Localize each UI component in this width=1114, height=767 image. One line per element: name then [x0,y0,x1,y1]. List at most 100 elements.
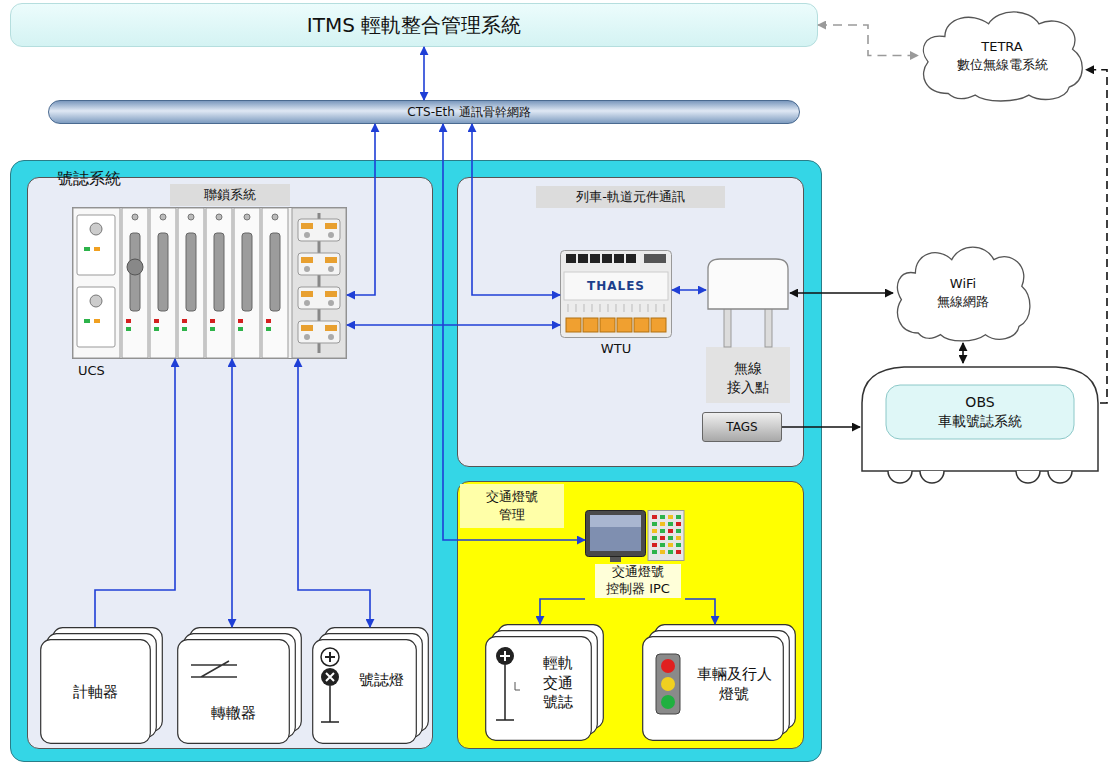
art-circle [328,300,334,306]
art-rect [150,208,176,358]
network-cloud-art [918,8,1086,103]
art-rect [652,536,657,540]
connector-line [423,47,425,100]
art-rect [270,233,280,311]
node-label: 列車-軌道元件通訊 [536,186,725,208]
tag-reader: TAGS [702,412,782,442]
art-rect [301,223,313,229]
connector-line [540,599,585,624]
art-rect [266,319,271,323]
art-rect [298,287,340,309]
art-rect [126,319,131,323]
art-rect [724,307,731,347]
art-rect [262,208,288,358]
art-rect [676,529,681,533]
art-rect [182,327,187,331]
art-rect [652,543,657,547]
connector-line [231,359,233,627]
art-rect [210,319,215,323]
node-label: 車輛及行人 燈號 [694,664,774,705]
node-label: 無線 接入點 [723,359,773,397]
network-cloud: WiFi 無線網路 [893,243,1033,343]
network-cloud-art [893,243,1033,343]
art-line [624,304,625,312]
art-path [920,471,944,483]
art-rect [186,233,196,311]
art-line [576,304,577,312]
art-rect [668,543,673,547]
art-rect [206,208,232,358]
art-line [600,304,601,312]
art-rect [73,208,120,358]
connector-line [472,124,560,295]
art-rect [158,233,168,311]
art-circle [188,214,194,220]
art-rect [626,254,636,263]
art-line [616,304,617,312]
art-rect [238,327,243,331]
art-path [500,651,510,661]
art-circle [328,266,334,272]
art-rect [298,321,340,343]
subsystem-panel: 聯鎖系統UCS計軸器轉轍器號誌燈 [27,177,433,749]
art-rect [676,543,681,547]
connector-line [1086,70,1107,403]
node-label: 號誌系統 [57,169,121,190]
connector-line [782,426,860,428]
connector-line [685,599,715,624]
backbone-pipe: CTS-Eth 通訊骨幹網路 [48,100,800,124]
art-rect [648,511,684,561]
art-path [326,673,334,681]
art-rect [660,536,665,540]
art-rect [886,385,1074,439]
node-label: 聯鎖系統 [170,184,290,206]
connector-line [790,292,893,294]
art-rect [676,522,681,526]
art-path [515,682,520,690]
art-line [656,304,657,312]
node-label: TAGS [726,420,757,434]
art-rect [676,550,681,554]
system-band: ITMS 輕軌整合管理系統 [10,3,818,47]
art-rect [292,208,346,358]
art-rect [660,529,665,533]
connector-line [347,324,560,326]
traffic-controller: 交通燈號 控制器 IPC [585,510,685,605]
art-circle [216,214,222,220]
art-rect [154,319,159,323]
art-rect [242,233,252,311]
node-label: WTU [560,341,672,356]
art-rect [614,254,624,263]
interlocking-rack: UCS [72,207,347,359]
node-label: 轉轍器 [211,704,256,723]
connector-line [962,343,964,363]
art-rect [325,291,337,297]
art-path [191,661,237,677]
art-rect [73,208,347,359]
art-circle [272,214,278,220]
node-label: WiFi 無線網路 [928,275,998,310]
art-rect [652,550,657,554]
connector-line [298,359,370,627]
art-rect [602,254,612,263]
art-line [608,304,609,312]
art-rect [301,291,313,297]
art-rect [178,208,204,358]
art-rect [660,543,665,547]
art-rect [94,319,100,323]
art-rect [668,536,673,540]
art-rect [586,511,646,557]
art-rect [590,515,641,551]
art-circle [661,695,675,709]
art-line [568,304,569,312]
art-rect [578,254,588,263]
art-circle [321,668,339,686]
art-rect [643,637,784,741]
art-rect [266,327,271,331]
device-stack: 轉轍器 [177,627,303,745]
art-path [898,247,1030,341]
art-rect [583,318,598,332]
art-rect [122,208,148,358]
subsystem-panel: 列車-軌道元件通訊THALESWTU無線 接入點TAGS [457,177,804,467]
